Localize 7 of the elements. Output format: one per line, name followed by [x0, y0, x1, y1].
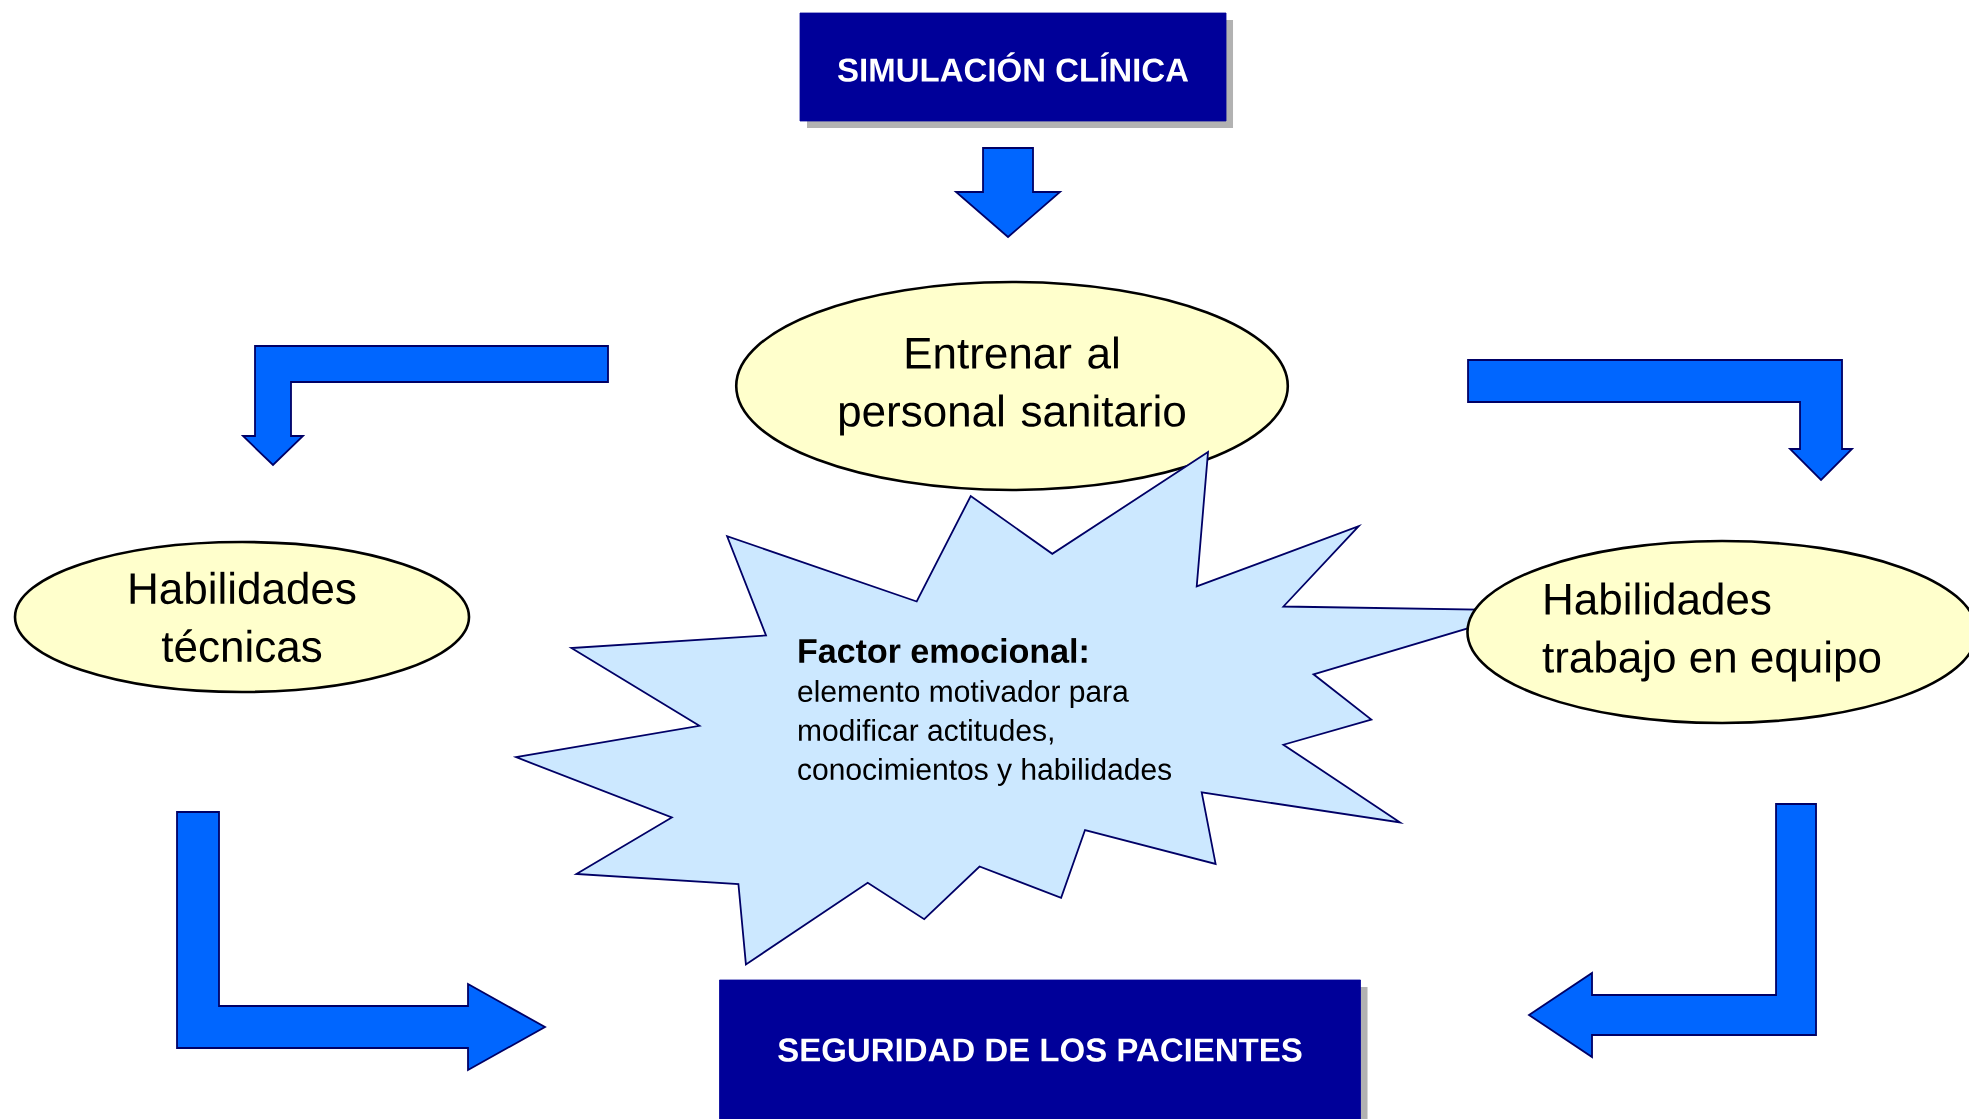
block-arrow — [953, 147, 1063, 239]
block-arrow — [1467, 359, 1855, 482]
block-arrow — [176, 811, 547, 1072]
block-arrow — [240, 345, 609, 467]
title-box: SIMULACIÓN CLÍNICA — [799, 12, 1233, 128]
title-box: SEGURIDAD DE LOS PACIENTES — [719, 979, 1368, 1119]
block-arrow — [1527, 803, 1817, 1059]
